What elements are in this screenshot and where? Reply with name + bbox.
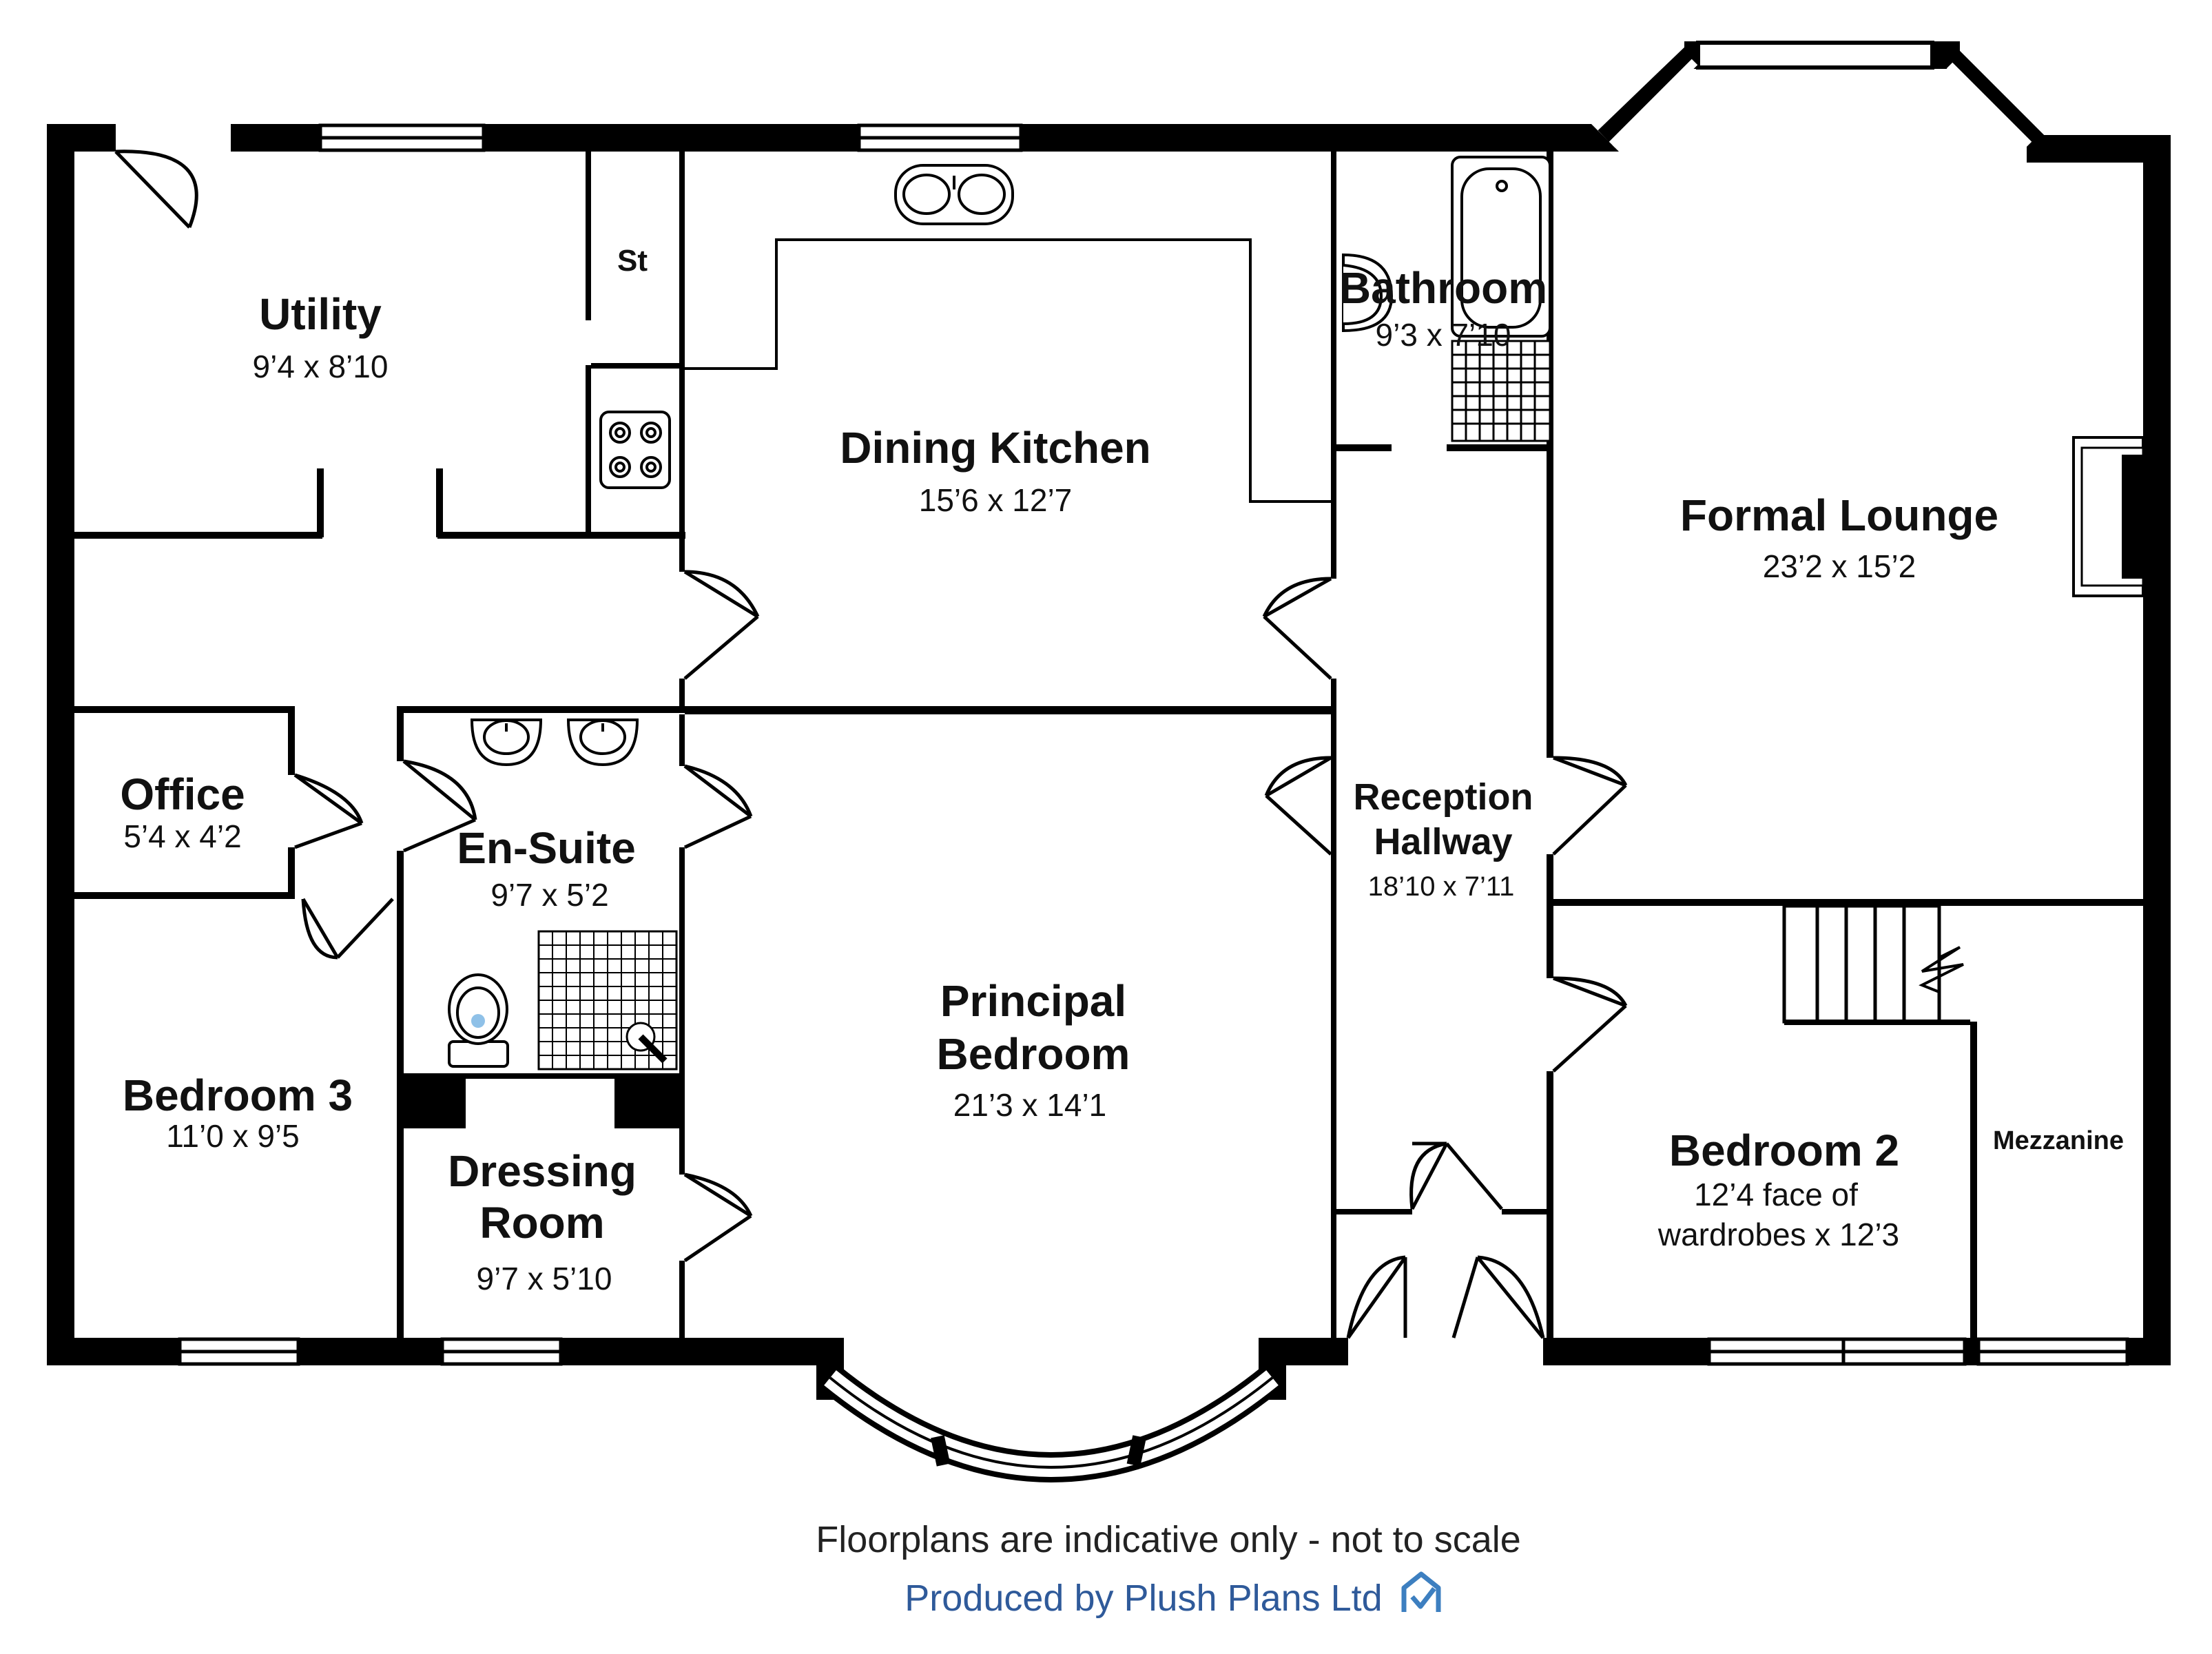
bedroom-bay-window [816,1338,1286,1482]
footer: Floorplans are indicative only - not to … [816,1519,1521,1619]
room-dims-dressing-room: 9’7 x 5’10 [477,1261,612,1296]
bathroom-basin-icon [1342,253,1394,333]
interior-walls [74,152,2143,1338]
room-label-bedroom-2: Bedroom 2 [1669,1126,1899,1175]
shower-tray-icon [1451,340,1551,442]
en-suite-shower-icon [537,930,678,1071]
room-dims-bedroom-2-line2: wardrobes x 12’3 [1657,1217,1899,1252]
room-dims-principal-bedroom: 21’3 x 14’1 [953,1087,1107,1123]
lounge-bay-window [1591,41,2047,152]
room-label-bathroom: Bathroom [1339,263,1547,313]
kitchen-sink-icon [894,164,1014,225]
room-dims-office: 5’4 x 4’2 [123,818,241,854]
room-label-reception-hallway-line1: Reception [1353,776,1533,818]
hob-icon [599,411,671,489]
room-label-mezzanine: Mezzanine [1993,1126,2124,1155]
room-dims-formal-lounge: 23’2 x 15’2 [1763,548,1916,584]
room-label-store: St [617,244,648,278]
room-label-bedroom-3: Bedroom 3 [123,1071,353,1120]
room-dims-reception-hallway: 18’10 x 7’11 [1368,871,1515,902]
en-suite-basins-icon [470,719,639,767]
room-label-principal-bedroom-line2: Bedroom [937,1029,1130,1079]
house-checkmark-icon [1401,1571,1441,1612]
toilet-icon [448,973,509,1068]
room-label-utility: Utility [259,289,382,339]
room-label-reception-hallway-line2: Hallway [1374,821,1512,862]
staircase-icon [1782,904,1964,1024]
kitchen-counter [685,238,1331,503]
windows [178,123,2129,1366]
room-labels: Utility 9’4 x 8’10 St Dining Kitchen 15’… [120,244,2124,1296]
room-label-dressing-room-line2: Room [479,1198,604,1248]
room-label-office: Office [120,769,245,819]
footer-credit: Produced by Plush Plans Ltd [905,1578,1382,1619]
room-label-dining-kitchen: Dining Kitchen [840,423,1151,473]
room-dims-bedroom-3: 11’0 x 9’5 [166,1118,300,1154]
room-dims-utility: 9’4 x 8’10 [253,349,389,384]
fireplace-icon [2072,436,2144,597]
footer-disclaimer: Floorplans are indicative only - not to … [816,1519,1521,1560]
bathtub-icon [1451,156,1551,338]
room-dims-en-suite: 9’7 x 5’2 [490,877,608,913]
room-dims-bedroom-2-line1: 12’4 face of [1694,1177,1858,1212]
doors [114,149,1628,1339]
room-dims-bathroom: 9’3 x 7’10 [1376,317,1511,353]
room-label-formal-lounge: Formal Lounge [1680,490,1998,540]
exterior-walls [47,124,2171,1365]
room-label-principal-bedroom-line1: Principal [940,976,1126,1026]
room-label-en-suite: En-Suite [457,823,636,873]
room-dims-dining-kitchen: 15’6 x 12’7 [919,482,1073,518]
room-label-dressing-room-line1: Dressing [448,1146,637,1196]
